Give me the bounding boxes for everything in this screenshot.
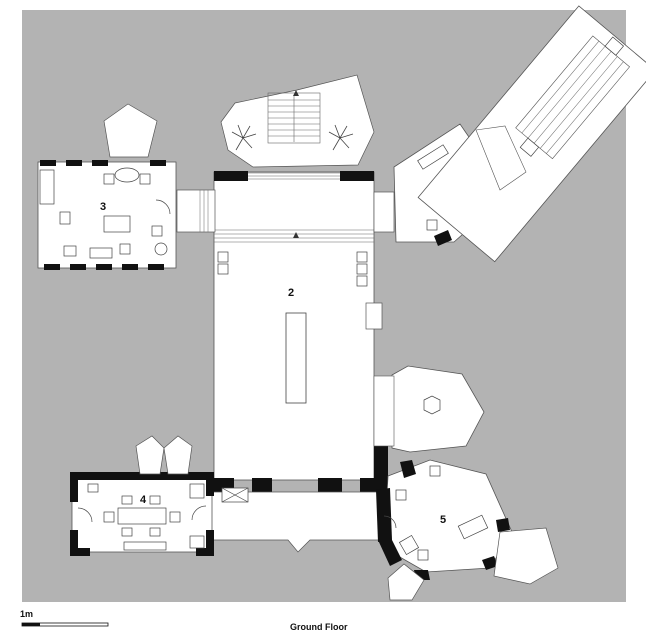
passage-left-steps	[199, 190, 209, 232]
room-3-furniture	[39, 167, 171, 259]
room-5-furniture	[383, 465, 489, 561]
scale-label: 1m	[20, 609, 33, 619]
drawing-caption: Ground Floor	[290, 622, 348, 632]
bay-window-room-3	[103, 103, 158, 158]
scale-bar	[21, 622, 109, 627]
passage-left	[176, 189, 216, 233]
room-3-wall-segments	[40, 160, 166, 270]
garden-terrace-top	[220, 74, 375, 168]
room-5-annex-bottom	[387, 563, 425, 601]
room-label-3: 3	[100, 201, 106, 213]
bay-window-room-4-left	[135, 435, 165, 475]
passage-right	[373, 191, 395, 233]
stair-top	[267, 92, 321, 144]
vestibule-cabinet	[221, 487, 249, 503]
arrow-up-icon	[293, 90, 299, 96]
room-4-walls	[70, 472, 214, 556]
octagon-table	[423, 395, 441, 415]
room-5-walls	[376, 460, 510, 580]
hall-lower-walls	[214, 442, 388, 492]
room-label-5: 5	[440, 514, 446, 526]
room-4-furniture	[77, 483, 207, 551]
wall-top-left	[214, 171, 248, 181]
wall-top-right	[340, 171, 374, 181]
entrance-steps-top	[248, 172, 340, 180]
palm-plant-right	[328, 124, 354, 151]
hall-table	[285, 312, 307, 404]
palm-plant-left	[231, 124, 257, 151]
room-label-4: 4	[140, 494, 147, 506]
hall-chairs	[217, 251, 368, 287]
bay-window-room-4-right	[163, 435, 193, 475]
arrow-up-icon	[293, 232, 299, 238]
room-5-annex-right	[493, 527, 559, 585]
hall-niche	[365, 302, 383, 330]
terrace-link	[475, 125, 527, 191]
room-label-2: 2	[288, 287, 294, 299]
outdoor-terrace	[417, 5, 646, 263]
hall-right-annex	[373, 375, 395, 447]
